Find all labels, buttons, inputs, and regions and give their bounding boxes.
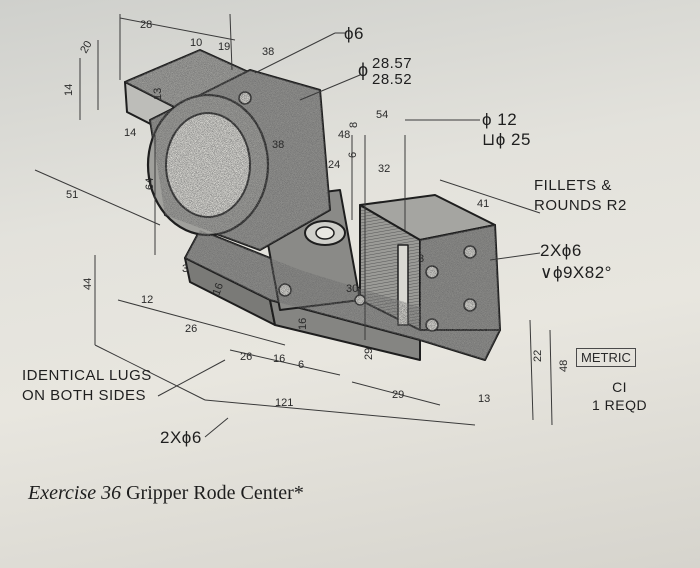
dim-121: 121 bbox=[275, 397, 293, 409]
figure-caption: Exercise 36 Gripper Rode Center* bbox=[28, 482, 304, 505]
dim-29-vert: 29 bbox=[363, 348, 375, 360]
dim-12: 12 bbox=[141, 294, 153, 306]
callout-bore-tolerance: 28.57 28.52 bbox=[372, 56, 412, 88]
callout-bottom-holes: 2Xϕ6 bbox=[160, 428, 202, 447]
csink-spec: ∨ϕ9X82° bbox=[540, 263, 612, 282]
dim-54: 54 bbox=[376, 109, 388, 121]
dim-29-horz: 29 bbox=[392, 389, 404, 401]
dim-38-top: 38 bbox=[262, 46, 274, 58]
callout-counterbore: ϕ 12 ⊔ϕ 25 bbox=[482, 110, 531, 150]
units-box: METRIC bbox=[576, 348, 636, 367]
stipple-shading bbox=[125, 50, 500, 360]
dim-16-b: 16 bbox=[297, 318, 309, 330]
note-fillets-rounds: FILLETS & ROUNDS R2 bbox=[534, 176, 627, 216]
dim-3-right: 3 bbox=[418, 253, 424, 265]
callout-hole-6: ϕ6 bbox=[344, 24, 364, 43]
dim-48-top: 48 bbox=[338, 129, 350, 141]
dim-14-lug: 14 bbox=[124, 127, 136, 139]
cbore-dia: ⊔ϕ 25 bbox=[482, 130, 531, 149]
dim-22: 22 bbox=[532, 350, 544, 362]
dim-6-b: 6 bbox=[298, 359, 304, 371]
dim-51: 51 bbox=[66, 189, 78, 201]
callout-countersink: 2Xϕ6 ∨ϕ9X82° bbox=[540, 240, 612, 284]
dim-64: 64 bbox=[144, 178, 156, 190]
dim-3-left: 3 bbox=[182, 263, 188, 275]
dim-26-a: 26 bbox=[185, 323, 197, 335]
dim-38-boss: 38 bbox=[272, 139, 284, 151]
bore-upper-limit: 28.57 bbox=[372, 55, 413, 72]
dim-44: 44 bbox=[82, 278, 94, 290]
dim-48-right: 48 bbox=[558, 360, 570, 372]
dim-16-a: 16 bbox=[211, 281, 226, 297]
dim-14-left: 14 bbox=[63, 84, 75, 96]
dim-30: 30 bbox=[346, 283, 358, 295]
dim-32: 32 bbox=[378, 163, 390, 175]
material-ci: CI bbox=[612, 379, 628, 395]
dim-20: 20 bbox=[78, 39, 95, 56]
dim-6: 6 bbox=[347, 152, 359, 158]
dim-13-lug: 13 bbox=[152, 88, 164, 100]
bore-dia-symbol: ϕ bbox=[358, 60, 369, 80]
dim-13-right: 13 bbox=[478, 393, 490, 405]
dim-41: 41 bbox=[477, 198, 489, 210]
dim-16-c: 16 bbox=[273, 353, 285, 365]
bore-lower-limit: 28.52 bbox=[372, 71, 413, 88]
dim-8: 8 bbox=[348, 122, 360, 128]
dimension-values: 28 10 19 38 20 14 13 14 38 48 8 54 24 6 … bbox=[63, 19, 570, 409]
lugs-line-2: ON BOTH SIDES bbox=[22, 387, 147, 404]
dim-26-b: 26 bbox=[240, 351, 252, 363]
note-identical-lugs: IDENTICAL LUGS ON BOTH SIDES bbox=[22, 366, 152, 406]
exercise-title: Gripper Rode Center* bbox=[126, 482, 304, 504]
material-note: CI 1 REQD bbox=[592, 378, 647, 414]
exercise-number: Exercise 36 bbox=[28, 482, 122, 504]
dim-24: 24 bbox=[328, 159, 340, 171]
cbore-hole-dia: ϕ 12 bbox=[482, 110, 518, 129]
dim-28: 28 bbox=[140, 19, 152, 31]
dim-19: 19 bbox=[218, 41, 230, 53]
lugs-line-1: IDENTICAL LUGS bbox=[22, 367, 152, 384]
dimension-lines bbox=[34, 13, 553, 438]
quantity-reqd: 1 REQD bbox=[592, 397, 648, 413]
dim-10: 10 bbox=[190, 37, 202, 49]
fillets-line-1: FILLETS & bbox=[534, 177, 612, 194]
csink-qty: 2Xϕ6 bbox=[540, 241, 582, 260]
fillets-line-2: ROUNDS R2 bbox=[534, 197, 627, 214]
